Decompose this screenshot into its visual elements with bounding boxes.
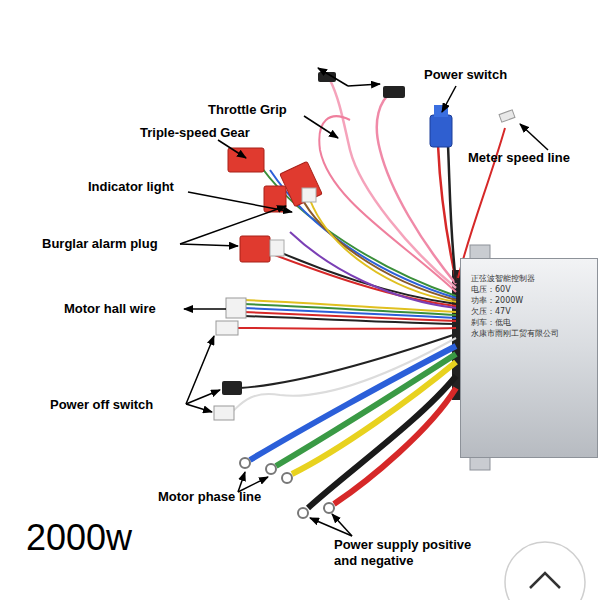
leader-arrow bbox=[186, 404, 212, 412]
controller-text: 刹车：低电 bbox=[471, 317, 591, 328]
callout-label: Meter speed line bbox=[468, 150, 570, 166]
leader-arrow bbox=[218, 140, 246, 158]
ring-terminal bbox=[324, 503, 334, 513]
throttle-wire bbox=[330, 80, 456, 288]
signal-wire bbox=[310, 200, 456, 302]
leader-arrow bbox=[318, 68, 348, 86]
switch-wire bbox=[448, 145, 456, 283]
power-switch-connector bbox=[430, 115, 452, 147]
callout-label: Triple-speed Gear bbox=[140, 125, 250, 141]
throttle-wire bbox=[377, 92, 456, 284]
mount-tab bbox=[470, 456, 490, 470]
phase-wire bbox=[250, 346, 456, 460]
signal-wire bbox=[290, 232, 456, 308]
leader-arrow bbox=[332, 514, 352, 536]
signal-wire bbox=[300, 195, 456, 300]
power-wire bbox=[334, 388, 456, 504]
meter-connector bbox=[499, 110, 515, 122]
throttle-connector bbox=[383, 86, 405, 98]
ring-terminal bbox=[282, 473, 292, 483]
controller-text: 电压：60V bbox=[471, 284, 591, 295]
signal-wire bbox=[270, 248, 456, 304]
leader-arrow bbox=[348, 84, 380, 86]
controller-text: 永康市雨刚工贸有限公司 bbox=[471, 328, 591, 339]
leader-arrow bbox=[186, 390, 220, 404]
hall-connector bbox=[226, 298, 246, 318]
hall-wire bbox=[244, 316, 456, 324]
brake-connector bbox=[222, 381, 242, 395]
callout-label: Power switch bbox=[424, 67, 507, 83]
controller-box: 正弦波智能控制器电压：60V功率：2000W欠压：47V刹车：低电永康市雨刚工贸… bbox=[460, 258, 598, 458]
power-rating: 2000w bbox=[26, 518, 132, 558]
brake-connector bbox=[216, 321, 238, 335]
controller-text: 功率：2000W bbox=[471, 295, 591, 306]
leader-arrow bbox=[520, 124, 548, 150]
scroll-button bbox=[505, 542, 585, 600]
callout-label: Power off switch bbox=[50, 397, 153, 413]
callout-label: Motor hall wire bbox=[64, 301, 156, 317]
chevron-icon bbox=[530, 573, 560, 588]
gear-connector bbox=[228, 148, 264, 172]
leader-arrow bbox=[184, 308, 226, 310]
callout-label: Burglar alarm plug bbox=[42, 236, 158, 252]
mount-tab bbox=[470, 245, 490, 259]
controller-text: 欠压：47V bbox=[471, 306, 591, 317]
phase-wire bbox=[276, 354, 456, 466]
ring-terminal bbox=[266, 464, 276, 474]
brake-wire bbox=[236, 327, 456, 330]
ring-terminal bbox=[298, 508, 308, 518]
leader-arrow bbox=[310, 518, 352, 536]
power-switch-connector bbox=[434, 105, 448, 117]
signal-wire bbox=[272, 254, 456, 306]
alarm-connector bbox=[270, 240, 284, 256]
callout-label: Throttle Grip bbox=[208, 102, 287, 118]
controller-text: 正弦波智能控制器 bbox=[471, 273, 591, 284]
leader-arrow bbox=[180, 206, 286, 244]
power-wire bbox=[308, 376, 456, 508]
leader-arrow bbox=[304, 116, 338, 138]
indicator-connector bbox=[302, 188, 316, 202]
leader-arrow bbox=[180, 244, 238, 246]
callout-label: Motor phase line bbox=[158, 489, 261, 505]
leader-arrow bbox=[442, 86, 456, 112]
alarm-connector bbox=[240, 236, 270, 262]
ring-terminal bbox=[240, 458, 250, 468]
brake-connector bbox=[214, 406, 234, 420]
callout-label: Indicator light bbox=[88, 179, 174, 195]
callout-label: Power supply positive and negative bbox=[334, 537, 494, 569]
